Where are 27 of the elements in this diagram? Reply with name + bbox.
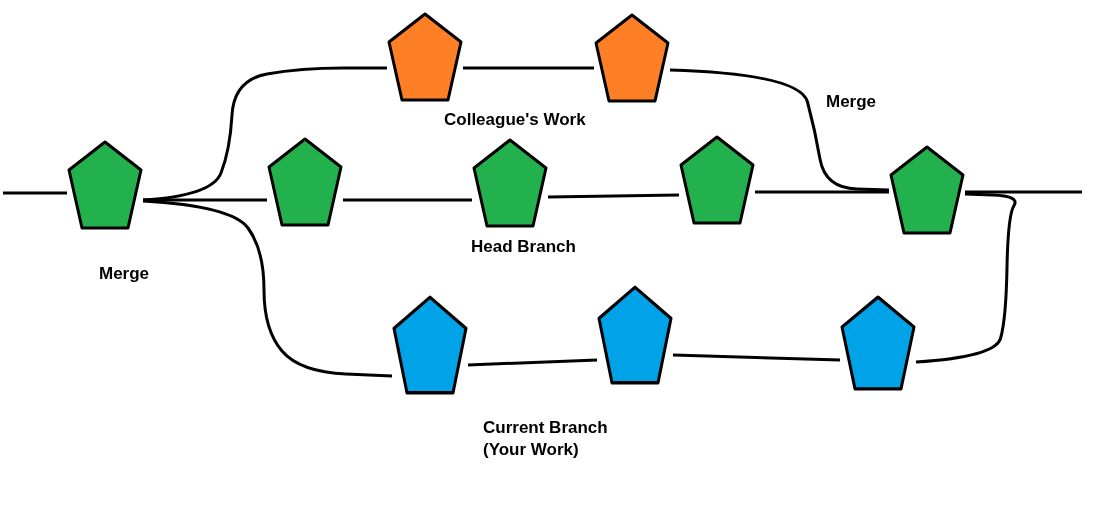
branch-line bbox=[547, 193, 680, 199]
commit-pentagon bbox=[67, 140, 143, 230]
branch-line bbox=[343, 198, 472, 202]
commit-pentagon bbox=[840, 295, 916, 391]
branch-label: Merge bbox=[99, 263, 151, 285]
commit-pentagon bbox=[889, 145, 965, 235]
branch-line bbox=[669, 68, 890, 192]
branch-label: Head Branch bbox=[471, 236, 577, 258]
branch-label: Colleague's Work bbox=[444, 109, 587, 131]
branch-line bbox=[142, 199, 393, 378]
branch-label: Merge bbox=[826, 91, 878, 113]
commit-pentagon bbox=[594, 13, 670, 103]
branch-line bbox=[965, 190, 1082, 194]
branch-line bbox=[142, 66, 387, 202]
branch-line bbox=[467, 358, 598, 367]
commit-pentagon bbox=[267, 137, 343, 227]
branch-line bbox=[672, 353, 841, 362]
commit-pentagon bbox=[679, 135, 755, 225]
commit-pentagon bbox=[597, 285, 673, 385]
branch-line bbox=[755, 190, 889, 194]
branch-line bbox=[463, 66, 594, 70]
commit-pentagon bbox=[387, 12, 463, 102]
branch-line bbox=[915, 192, 1017, 364]
commit-pentagon bbox=[472, 138, 548, 228]
branch-label: Current Branch (Your Work) bbox=[483, 417, 609, 461]
branch-line bbox=[3, 191, 67, 195]
commit-pentagon bbox=[392, 295, 468, 395]
